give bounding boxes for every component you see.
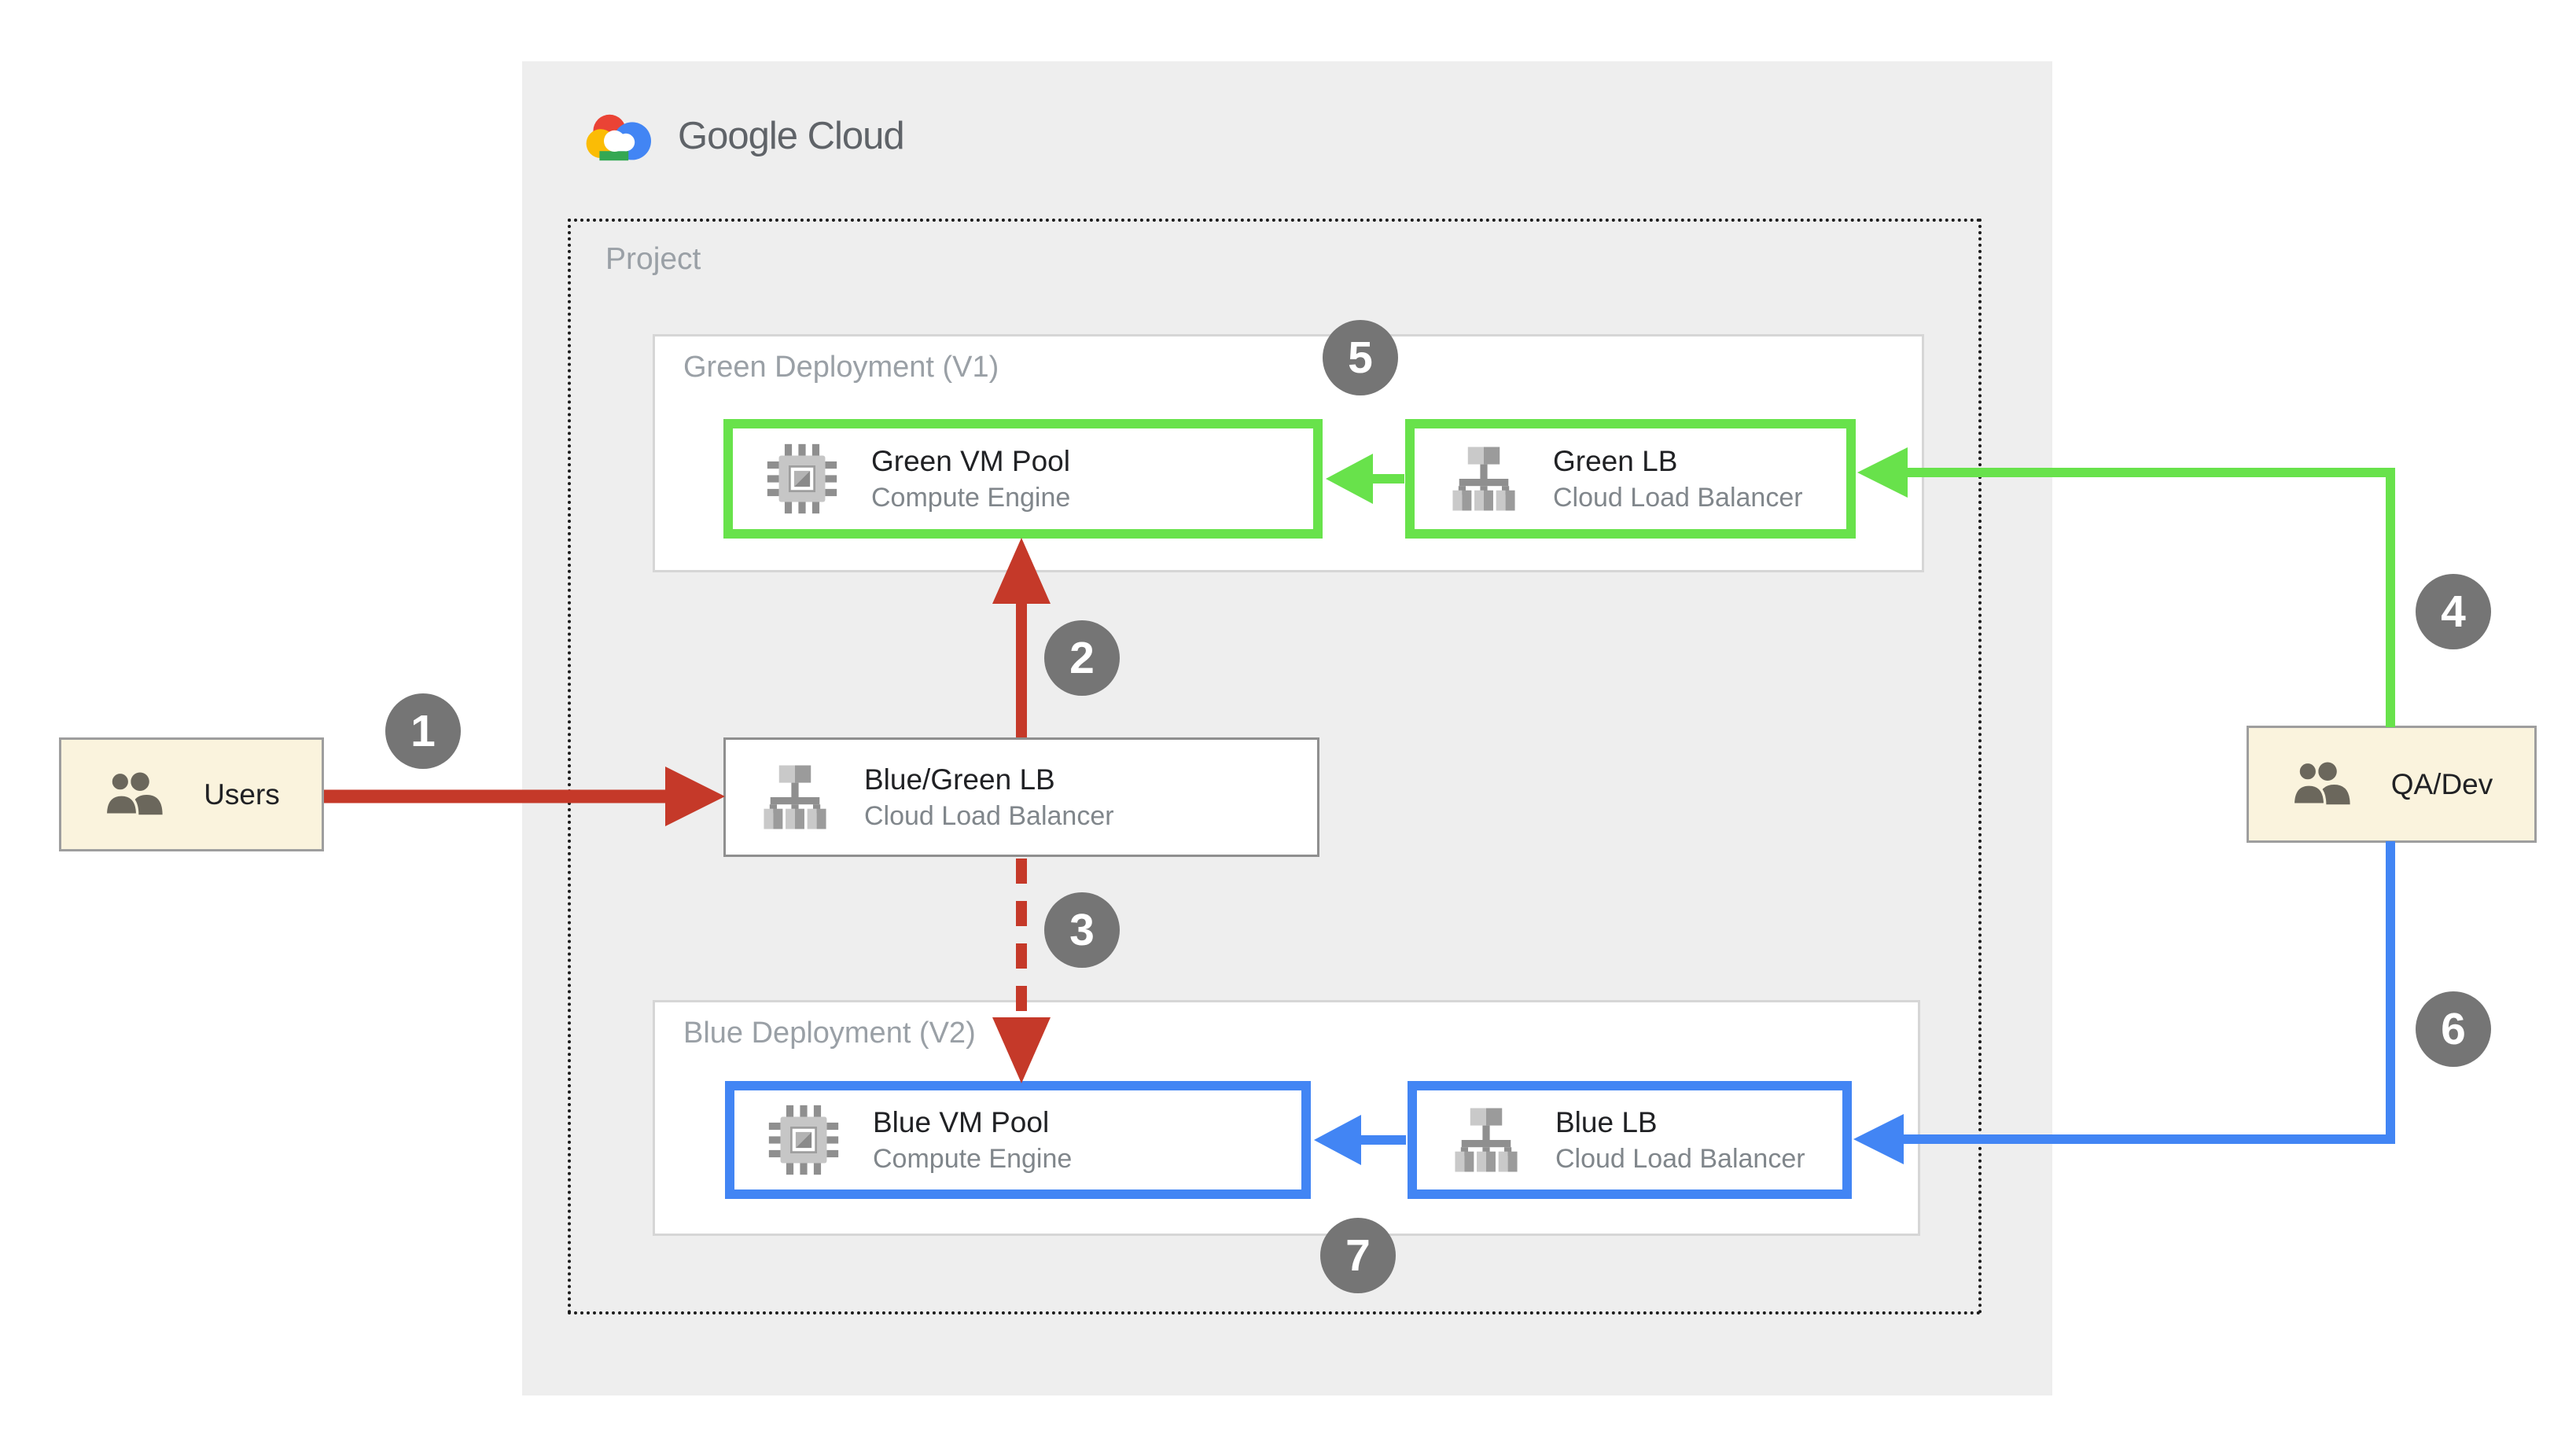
- card-blue-vm-pool: Blue VM Pool Compute Engine: [725, 1081, 1311, 1199]
- people-icon: [104, 770, 163, 816]
- step-badge-5: 5: [1323, 320, 1398, 395]
- compute-engine-icon: [768, 1105, 839, 1175]
- step-badge-4: 4: [2416, 574, 2491, 649]
- actor-qa-dev: QA/Dev: [2247, 726, 2537, 843]
- card-subtitle: Cloud Load Balancer: [864, 800, 1114, 831]
- group-label-blue: Blue Deployment (V2): [683, 1017, 976, 1050]
- card-blue-lb: Blue LB Cloud Load Balancer: [1408, 1081, 1852, 1199]
- step-badge-7: 7: [1320, 1218, 1396, 1293]
- card-green-lb: Green LB Cloud Load Balancer: [1405, 419, 1856, 539]
- actor-label: QA/Dev: [2390, 767, 2493, 800]
- project-boundary: [568, 219, 1982, 1314]
- card-title: Blue LB: [1555, 1105, 1658, 1138]
- step-badge-6: 6: [2416, 991, 2491, 1067]
- card-subtitle: Cloud Load Balancer: [1555, 1143, 1805, 1174]
- card-title: Green VM Pool: [871, 444, 1070, 477]
- card-subtitle: Compute Engine: [871, 482, 1071, 513]
- google-cloud-logo-icon: [586, 114, 651, 161]
- card-title: Blue VM Pool: [873, 1105, 1050, 1138]
- people-icon: [2291, 760, 2350, 806]
- step-badge-3: 3: [1044, 892, 1120, 968]
- card-green-vm-pool: Green VM Pool Compute Engine: [723, 419, 1323, 539]
- load-balancer-icon: [1455, 1108, 1518, 1172]
- load-balancer-icon: [1452, 447, 1515, 511]
- step-badge-2: 2: [1044, 620, 1120, 696]
- actor-label: Users: [204, 778, 280, 811]
- step-badge-1: 1: [385, 693, 461, 769]
- card-subtitle: Compute Engine: [873, 1143, 1073, 1174]
- google-cloud-logo: Google Cloud: [582, 105, 905, 167]
- actor-users: Users: [59, 737, 324, 851]
- project-label: Project: [605, 242, 701, 276]
- group-label-green: Green Deployment (V1): [683, 351, 999, 384]
- compute-engine-icon: [767, 443, 837, 514]
- google-cloud-wordmark: Google Cloud: [678, 115, 905, 157]
- card-blue-green-lb: Blue/Green LB Cloud Load Balancer: [723, 737, 1319, 857]
- card-subtitle: Cloud Load Balancer: [1553, 482, 1803, 513]
- card-title: Blue/Green LB: [864, 763, 1055, 796]
- load-balancer-icon: [764, 765, 826, 829]
- card-title: Green LB: [1553, 444, 1678, 477]
